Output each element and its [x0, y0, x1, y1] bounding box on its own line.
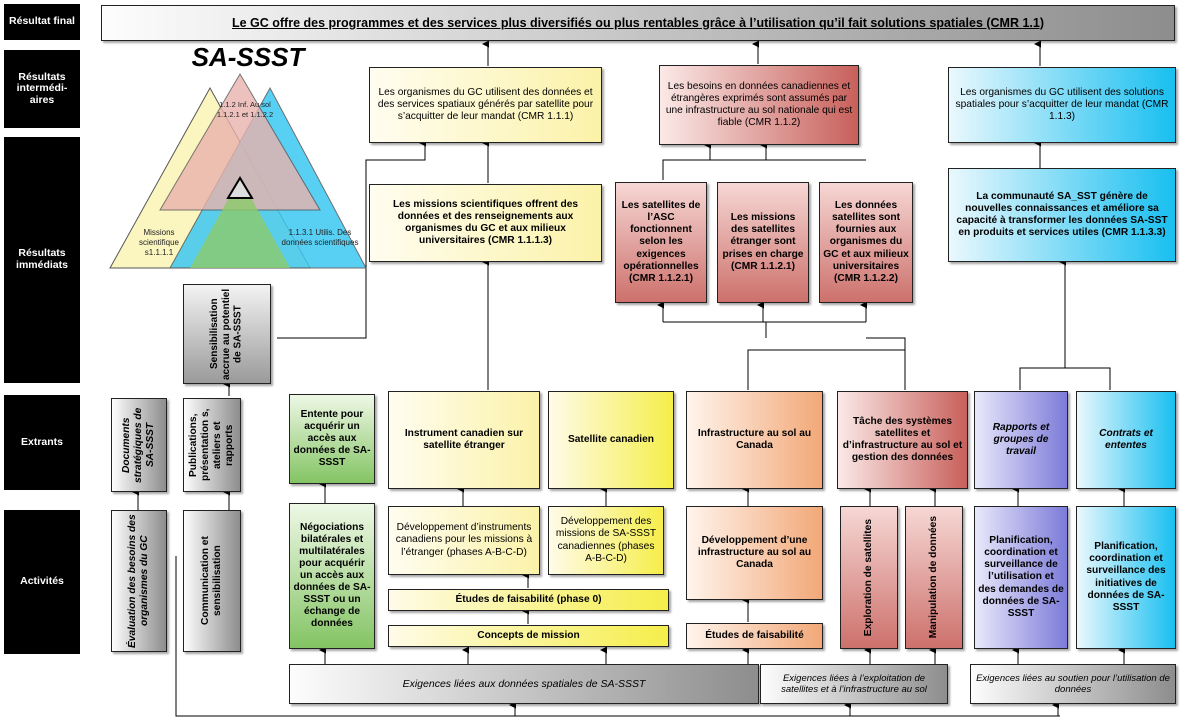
output-contracts: Contrats et ententes	[1076, 391, 1176, 489]
cmr-1-1-1-3: Les missions scientifiques offrent des d…	[369, 184, 602, 262]
activity-exploitation-text: Exploration de satellites	[862, 518, 874, 637]
logo-right-label: 1.1.3.1 Utilis. Des données scientifique…	[281, 228, 359, 247]
logo-left-label: Missions scientifique s1.1.1.1	[138, 228, 180, 257]
final-outcome: Le GC offre des programmes et des servic…	[101, 5, 1175, 41]
logo-title: SA-SSST	[191, 42, 305, 72]
requirement-exploitation: Exigences liées à l’exploitation de sate…	[760, 664, 948, 704]
activity-exploitation: Exploration de satellites	[840, 506, 898, 649]
activity-eval: Évaluation des besoins des organismes du…	[111, 510, 167, 652]
level-intermediate: Résultats intermédi-aires	[4, 50, 80, 128]
output-reports: Rapports et groupes de travail	[974, 391, 1068, 489]
output-satellite: Satellite canadien	[548, 391, 674, 489]
activity-negotiations: Négociations bilatérales et multilatéral…	[289, 503, 375, 649]
activity-dev-ground: Développement d’une infrastructure au so…	[686, 506, 823, 600]
requirement-support: Exigences liées au soutien pour l’utilis…	[970, 664, 1176, 704]
activity-dev-missions: Développement des missions de SA-SSST ca…	[548, 506, 664, 575]
awareness-box: Sensibilisation accrue au potentiel de S…	[183, 284, 271, 384]
activity-mission-concepts: Concepts de mission	[388, 625, 669, 647]
activity-feasibility: Études de faisabilité	[686, 623, 823, 649]
logo-top-label: 1.1.2 Inf. Au sol 1.1.2.1 et 1.1.2.2	[216, 100, 274, 119]
activity-comm: Communication et sensibilisation	[183, 510, 241, 652]
output-pubs: Publications, présentation s, ateliers e…	[183, 398, 241, 492]
cmr-1-1-2-1-foreign: Les missions des satellites étranger son…	[717, 182, 809, 303]
awareness-text: Sensibilisation accrue au potentiel de S…	[209, 288, 244, 380]
activity-comm-text: Communication et sensibilisation	[199, 536, 223, 626]
level-final: Résultat final	[4, 4, 80, 40]
output-pubs-text: Publications, présentation s, ateliers e…	[187, 408, 236, 482]
activity-planning-use: Planification, coordination et surveilla…	[974, 506, 1068, 649]
logo-triangles	[109, 73, 367, 269]
cmr-1-1-2-2: Les données satellites sont fournies aux…	[819, 182, 913, 303]
level-activities: Activités	[4, 510, 80, 654]
requirement-data: Exigences liées aux données spatiales de…	[289, 664, 759, 704]
level-immediate: Résultats immédiats	[4, 137, 80, 383]
activity-dev-instruments: Développement d’instruments canadiens po…	[388, 506, 540, 575]
activity-eval-text: Évaluation des besoins des organismes du…	[126, 514, 150, 648]
cmr-1-1-2-1-asc: Les satellites de l’ASC fonctionnent sel…	[615, 182, 707, 303]
activity-data-handling: Manipulation de données	[905, 506, 963, 649]
level-outputs: Extrants	[4, 395, 80, 490]
cmr-1-1-1: Les organismes du GC utilisent des donné…	[369, 67, 602, 143]
output-docs: Documents stratégiques de SA-SSST	[111, 398, 167, 492]
output-tasking: Tâche des systèmes satellites et d’infra…	[837, 391, 968, 489]
activity-data-handling-text: Manipulation de données	[927, 516, 939, 639]
output-agreement: Entente pour acquérir un accès aux donné…	[289, 394, 375, 484]
activity-feasibility-phase0: Études de faisabilité (phase 0)	[388, 589, 669, 611]
output-docs-text: Documents stratégiques de SA-SSST	[120, 407, 157, 483]
output-instrument: Instrument canadien sur satellite étrang…	[388, 391, 540, 489]
cmr-1-1-3-3: La communauté SA_SST génère de nouvelles…	[948, 168, 1176, 262]
cmr-1-1-2: Les besoins en données canadiennes et ét…	[659, 65, 859, 145]
activity-planning-initiatives: Planification, coordination et surveilla…	[1076, 506, 1176, 649]
cmr-1-1-3: Les organismes du GC utilisent des solut…	[948, 67, 1176, 143]
output-ground: Infrastructure au sol au Canada	[686, 391, 823, 489]
